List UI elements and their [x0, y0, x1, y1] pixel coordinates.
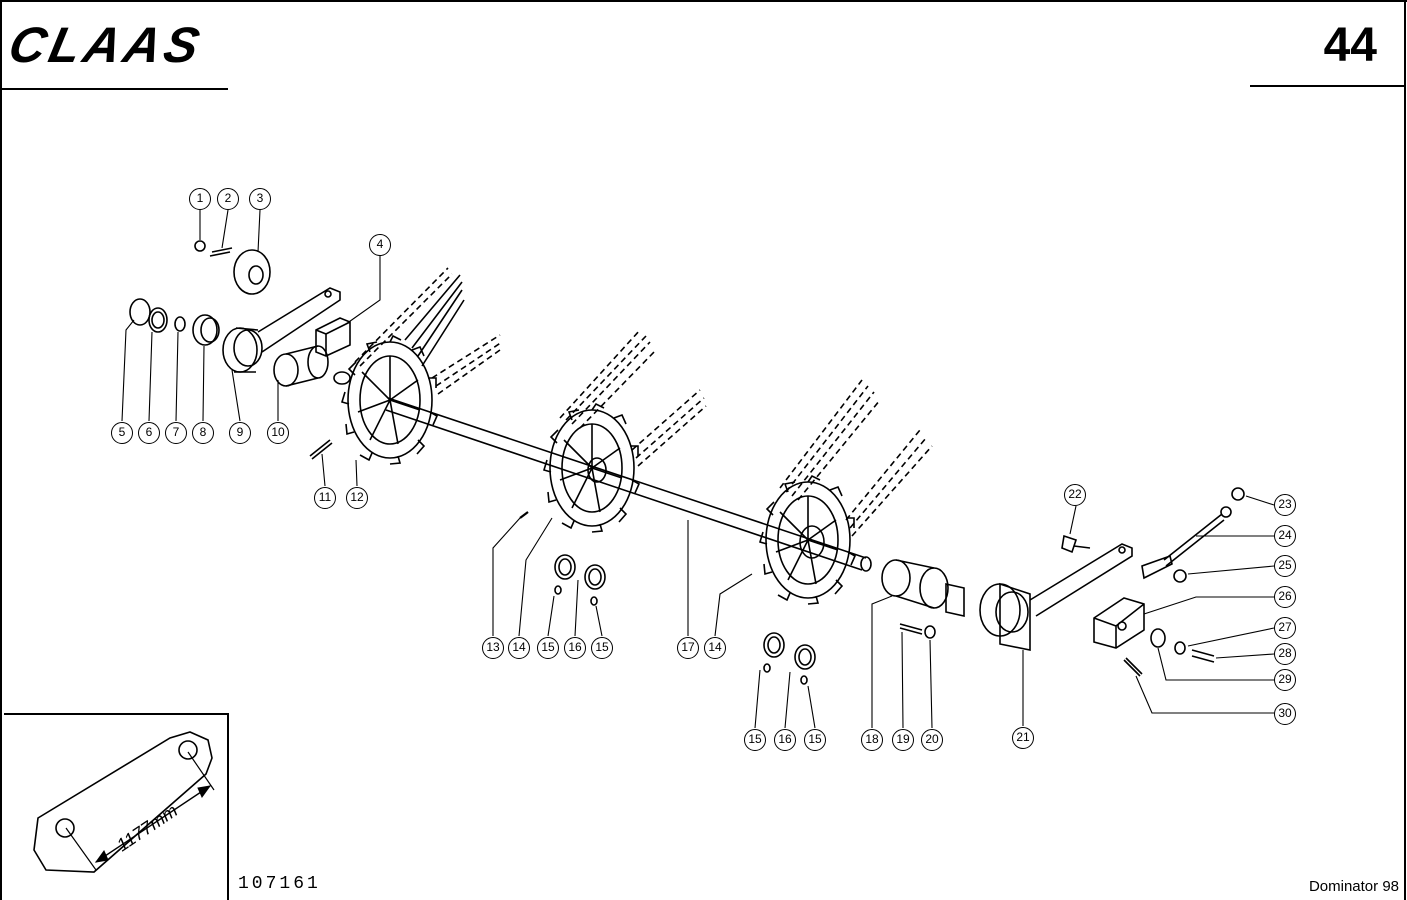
callout-11: 11 — [314, 487, 336, 509]
bushing-set-right — [763, 632, 816, 685]
pin-30 — [1123, 657, 1143, 677]
callout-29: 29 — [1274, 669, 1296, 691]
callout-17: 17 — [677, 637, 699, 659]
callout-18: 18 — [861, 729, 883, 751]
callout-2: 2 — [217, 188, 239, 210]
callout-21: 21 — [1012, 727, 1034, 749]
leader-lines — [121, 209, 1275, 729]
bushing-set-middle — [554, 554, 606, 606]
page-number: 44 — [1323, 19, 1377, 72]
callout-3: 3 — [249, 188, 271, 210]
bolt-right — [899, 623, 923, 635]
callout-14: 14 — [704, 637, 726, 659]
callout-15: 15 — [804, 729, 826, 751]
sleeve-left — [273, 345, 329, 387]
callout-30: 30 — [1274, 703, 1296, 725]
callout-14: 14 — [508, 637, 530, 659]
callout-9: 9 — [229, 422, 251, 444]
drive-shaft — [385, 397, 872, 572]
frame-top — [0, 0, 1407, 2]
callout-27: 27 — [1274, 617, 1296, 639]
header-rule-right — [1250, 85, 1405, 87]
callout-6: 6 — [138, 422, 160, 444]
bracket-rod — [1141, 487, 1245, 583]
washer-right — [924, 625, 936, 639]
bearing-housing-right — [979, 543, 1133, 651]
sprocket-middle — [519, 329, 707, 533]
callout-28: 28 — [1274, 643, 1296, 665]
callout-1: 1 — [189, 188, 211, 210]
callout-4: 4 — [369, 234, 391, 256]
callout-20: 20 — [921, 729, 943, 751]
pin-left — [309, 439, 333, 460]
bolt-22 — [1061, 534, 1091, 554]
model-label: Dominator 98 — [1308, 878, 1399, 895]
ring-set — [129, 298, 220, 346]
bolt-nut-plate — [194, 240, 271, 295]
header-rule-left — [0, 88, 228, 90]
callout-16: 16 — [564, 637, 586, 659]
drawing-number: 107161 — [238, 874, 321, 894]
callout-24: 24 — [1274, 525, 1296, 547]
callout-8: 8 — [192, 422, 214, 444]
callout-7: 7 — [165, 422, 187, 444]
inset-dimension-label: 1177mm — [113, 800, 181, 855]
callout-16: 16 — [774, 729, 796, 751]
callout-13: 13 — [482, 637, 504, 659]
inset-detail: 1177mm — [4, 713, 229, 900]
washer-27 — [1174, 641, 1186, 655]
callout-10: 10 — [267, 422, 289, 444]
callout-19: 19 — [892, 729, 914, 751]
callout-25: 25 — [1274, 555, 1296, 577]
callout-12: 12 — [346, 487, 368, 509]
callout-15: 15 — [744, 729, 766, 751]
block-left — [315, 317, 351, 357]
callout-15: 15 — [591, 637, 613, 659]
bearing-housing-left — [222, 287, 341, 373]
callout-22: 22 — [1064, 484, 1086, 506]
frame-right — [1404, 0, 1406, 900]
callout-26: 26 — [1274, 586, 1296, 608]
callout-23: 23 — [1274, 494, 1296, 516]
callout-15: 15 — [537, 637, 559, 659]
sprocket-right — [759, 379, 933, 605]
washer-29 — [1150, 628, 1166, 648]
sprocket-left — [333, 267, 503, 465]
sleeve-right — [881, 559, 965, 617]
block-right — [1093, 597, 1145, 649]
bolt-28 — [1191, 649, 1215, 663]
frame-left — [0, 0, 2, 900]
callout-5: 5 — [111, 422, 133, 444]
